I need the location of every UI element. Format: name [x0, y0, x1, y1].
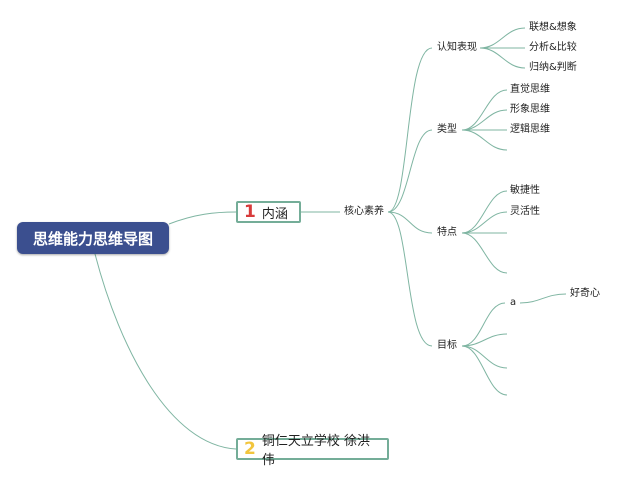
connector-goals-2 — [461, 333, 508, 347]
connector-core-traits — [387, 211, 433, 234]
types-child-1[interactable]: 直觉思维 — [510, 84, 550, 95]
root-node[interactable]: 思维能力思维导图 — [17, 222, 169, 254]
connector-core-cognition — [387, 47, 433, 213]
types-child-2[interactable]: 形象思维 — [510, 104, 550, 115]
connector-traits-4 — [461, 232, 508, 274]
connector-cognition-3 — [479, 47, 526, 69]
goals-node[interactable]: 目标 — [437, 340, 457, 351]
connector-types-4 — [461, 129, 508, 151]
types-child-3[interactable]: 逻辑思维 — [510, 124, 550, 135]
connector-goals-3 — [461, 345, 508, 369]
connector-traits-1 — [461, 190, 508, 234]
connector-root-branch1 — [168, 211, 237, 225]
connector-traits-2 — [461, 211, 508, 234]
connector-root-branch2 — [94, 253, 237, 450]
traits-node[interactable]: 特点 — [437, 227, 457, 238]
traits-child-2[interactable]: 灵活性 — [510, 206, 540, 217]
core-node[interactable]: 核心素养 — [344, 206, 384, 217]
cognition-child-3[interactable]: 归纳&判断 — [529, 62, 577, 73]
connector-a-curiosity — [519, 293, 567, 304]
cognition-child-1[interactable]: 联想&想象 — [529, 22, 577, 33]
connector-goals-4 — [461, 345, 508, 396]
connector-types-2 — [461, 109, 508, 131]
goals-sub-a[interactable]: a — [510, 297, 517, 308]
branch2-number: 2 — [244, 439, 256, 459]
branch1-node[interactable]: 1 内涵 — [236, 201, 301, 223]
traits-child-1[interactable]: 敏捷性 — [510, 185, 540, 196]
cognition-node[interactable]: 认知表现 — [437, 42, 477, 53]
branch1-label: 内涵 — [261, 206, 288, 222]
connector-core-goals — [387, 211, 433, 347]
connector-goals-1 — [461, 302, 506, 347]
branch1-number: 1 — [244, 202, 256, 222]
cognition-child-2[interactable]: 分析&比较 — [529, 42, 577, 53]
goals-sub-child-1[interactable]: 好奇心 — [570, 288, 600, 299]
root-label: 思维能力思维导图 — [32, 229, 153, 248]
types-node[interactable]: 类型 — [437, 124, 457, 135]
connector-types-1 — [461, 89, 508, 131]
branch2-label: 铜仁天立学校 徐洪伟 — [261, 434, 370, 468]
connector-core-types — [387, 129, 433, 213]
branch2-node[interactable]: 2 铜仁天立学校 徐洪伟 — [236, 434, 389, 468]
connector-cognition-1 — [479, 27, 526, 49]
